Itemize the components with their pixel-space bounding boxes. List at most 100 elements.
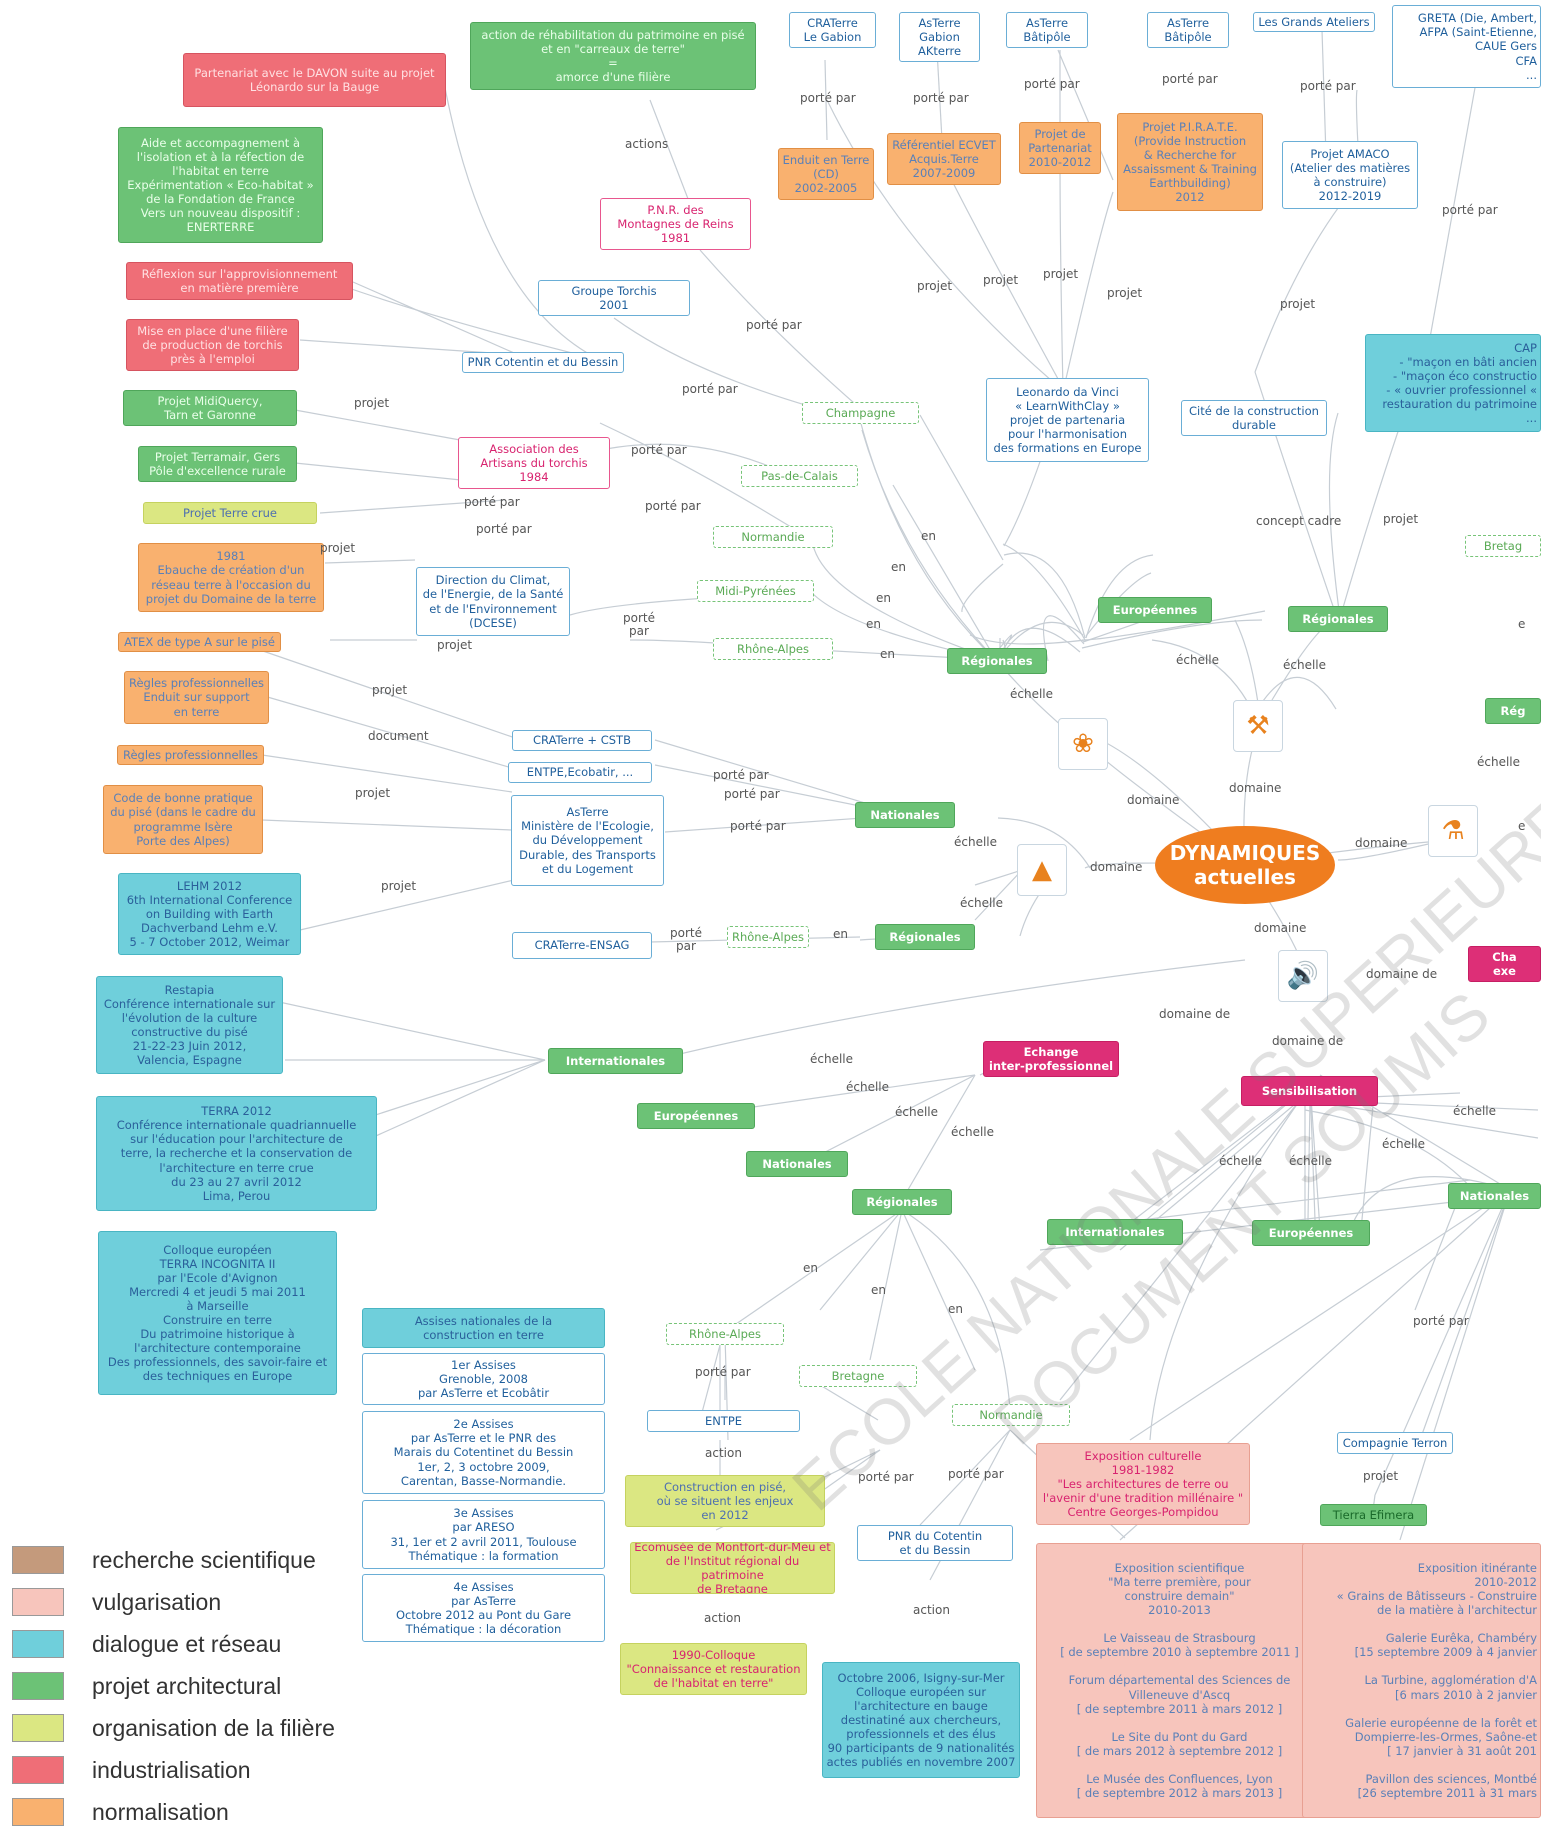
node-compagnie-terron[interactable]: Compagnie Terron xyxy=(1337,1432,1453,1454)
speaker-icon[interactable]: 🔊 xyxy=(1278,950,1328,1002)
worker-icon[interactable]: ⚒ xyxy=(1233,700,1283,752)
node-craterre-gabion[interactable]: CRATerre Le Gabion xyxy=(789,12,876,48)
node-davon[interactable]: Partenariat avec le DAVON suite au proje… xyxy=(183,53,446,107)
node-pirate[interactable]: Projet P.I.R.A.T.E. (Provide Instruction… xyxy=(1117,113,1263,211)
edge-label: échelle xyxy=(1219,1154,1263,1168)
node-colloque-terra-incognita[interactable]: Colloque européen TERRA INCOGNITA II par… xyxy=(98,1231,337,1395)
node-normandie-1[interactable]: Normandie xyxy=(713,526,833,548)
node-terramair[interactable]: Projet Terramair, Gers Pôle d'excellence… xyxy=(138,446,297,482)
node-assises-2[interactable]: 2e Assises par AsTerre et le PNR des Mar… xyxy=(362,1411,605,1494)
node-assises[interactable]: Assises nationales de la construction en… xyxy=(362,1308,605,1348)
trowel-icon[interactable]: ▲ xyxy=(1017,844,1067,896)
node-greta[interactable]: GRETA (Die, Ambert, AFPA (Saint-Etienne,… xyxy=(1392,5,1541,88)
node-champagne[interactable]: Champagne xyxy=(802,402,919,424)
edge-label: porté par xyxy=(1442,203,1498,217)
node-europeennes-3[interactable]: Européennes xyxy=(1252,1220,1370,1246)
node-asterre-ministere[interactable]: AsTerre Ministère de l'Ecologie, du Déve… xyxy=(511,795,664,886)
node-ecvet[interactable]: Référentiel ECVET Acquis.Terre 2007-2009 xyxy=(887,133,1001,185)
node-expo-culturelle[interactable]: Exposition culturelle 1981-1982 "Les arc… xyxy=(1036,1443,1250,1525)
tree-icon[interactable]: ❀ xyxy=(1058,718,1108,770)
microscope-icon[interactable]: ⚗ xyxy=(1428,805,1478,857)
node-asterre-gabion[interactable]: AsTerre Gabion AKterre xyxy=(899,12,980,62)
node-regles-enduit[interactable]: Règles professionnelles Enduit sur suppo… xyxy=(124,671,269,724)
node-regionales-1[interactable]: Régionales xyxy=(947,648,1047,674)
node-nationales-3[interactable]: Nationales xyxy=(1448,1183,1541,1209)
node-enduit-terre[interactable]: Enduit en Terre (CD) 2002-2005 xyxy=(778,148,874,200)
node-regionales-4[interactable]: Régionales xyxy=(852,1189,952,1215)
node-nationales-2[interactable]: Nationales xyxy=(746,1151,848,1177)
legend-label: dialogue et réseau xyxy=(92,1630,282,1657)
node-regionales-3[interactable]: Régionales xyxy=(875,924,975,950)
node-nationales-1[interactable]: Nationales xyxy=(855,802,955,828)
node-pas-de-calais[interactable]: Pas-de-Calais xyxy=(741,465,858,487)
node-pnr-cotentin[interactable]: PNR Cotentin et du Bessin xyxy=(462,352,624,373)
node-rehabilitation[interactable]: action de réhabilitation du patrimoine e… xyxy=(470,22,756,90)
node-entpe-ecobatir[interactable]: ENTPE,Ecobatir, ... xyxy=(508,762,652,783)
edge-label: e xyxy=(1518,819,1526,833)
edge-label: action xyxy=(705,1446,742,1460)
node-ebauche[interactable]: 1981 Ebauche de création d'un réseau ter… xyxy=(138,543,324,612)
node-craterre-cstb[interactable]: CRATerre + CSTB xyxy=(512,730,652,751)
node-midi-pyrenees[interactable]: Midi-Pyrénées xyxy=(697,580,814,602)
node-ecomusee[interactable]: Ecomusée de Montfort-dur-Meu et de l'Ins… xyxy=(630,1542,835,1594)
node-regles-pro[interactable]: Règles professionnelles xyxy=(117,745,264,765)
node-reflexion[interactable]: Réflexion sur l'approvisionnement en mat… xyxy=(126,262,353,300)
node-dcese[interactable]: Direction du Climat, de l'Energie, de la… xyxy=(416,567,570,636)
node-tierra-efimera[interactable]: Tierra Efimera xyxy=(1320,1504,1427,1526)
node-isigny[interactable]: Octobre 2006, Isigny-sur-Mer Colloque eu… xyxy=(822,1662,1020,1778)
node-bretagne[interactable]: Bretagne xyxy=(799,1365,917,1387)
node-entpe[interactable]: ENTPE xyxy=(647,1410,800,1432)
node-normandie-2[interactable]: Normandie xyxy=(952,1404,1070,1426)
legend-label: organisation de la filière xyxy=(92,1714,335,1741)
node-pnr-cotentin-2[interactable]: PNR du Cotentin et du Bessin xyxy=(857,1525,1013,1561)
node-assises-1[interactable]: 1er Assises Grenoble, 2008 par AsTerre e… xyxy=(362,1353,605,1405)
node-sensibilisation[interactable]: Sensibilisation xyxy=(1241,1076,1378,1106)
edge-label: porté par xyxy=(1300,79,1356,93)
node-partenariat[interactable]: Projet de Partenariat 2010-2012 xyxy=(1019,122,1101,174)
central-topic[interactable]: DYNAMIQUES actuelles xyxy=(1155,826,1335,904)
node-assises-4[interactable]: 4e Assises par AsTerre Octobre 2012 au P… xyxy=(362,1574,605,1642)
node-rhone-alpes-3[interactable]: Rhône-Alpes xyxy=(666,1323,784,1345)
edge-label: domaine xyxy=(1090,860,1143,874)
node-groupe-torchis[interactable]: Groupe Torchis 2001 xyxy=(538,280,690,316)
node-europeennes-2[interactable]: Européennes xyxy=(637,1103,755,1129)
node-cite-construction[interactable]: Cité de la construction durable xyxy=(1181,400,1327,436)
edge-label: projet xyxy=(372,683,408,697)
node-colloque-1990[interactable]: 1990-Colloque "Connaissance et restaurat… xyxy=(620,1643,807,1695)
node-artisans-torchis[interactable]: Association des Artisans du torchis 1984 xyxy=(458,437,610,489)
node-mise-en-place[interactable]: Mise en place d'une filière de productio… xyxy=(126,319,299,371)
node-expo-scientifique[interactable]: Exposition scientifique "Ma terre premiè… xyxy=(1036,1543,1323,1818)
node-expo-itinerante[interactable]: Exposition itinérante 2010-2012 « Grains… xyxy=(1302,1543,1541,1818)
node-lehm[interactable]: LEHM 2012 6th International Conference o… xyxy=(118,873,301,955)
node-bretagne-edge[interactable]: Bretag xyxy=(1465,535,1541,557)
node-asterre-batipole-2[interactable]: AsTerre Bâtipôle xyxy=(1147,12,1229,48)
node-asterre-batipole-1[interactable]: AsTerre Bâtipôle xyxy=(1006,12,1088,48)
node-atex[interactable]: ATEX de type A sur le pisé xyxy=(118,632,281,652)
legend-item: normalisation xyxy=(12,1798,229,1826)
node-europeennes-1[interactable]: Européennes xyxy=(1098,597,1212,623)
edge-label: projet xyxy=(1107,286,1143,300)
node-regionales-edge[interactable]: Rég xyxy=(1485,698,1541,724)
node-terra-2012[interactable]: TERRA 2012 Conférence internationale qua… xyxy=(96,1096,377,1211)
node-internationales-1[interactable]: Internationales xyxy=(548,1048,683,1074)
node-cap[interactable]: CAP - "maçon en bâti ancien - "maçon éco… xyxy=(1365,334,1541,432)
node-assises-3[interactable]: 3e Assises par ARESO 31, 1er et 2 avril … xyxy=(362,1500,605,1569)
node-rhone-alpes-1[interactable]: Rhône-Alpes xyxy=(713,638,833,660)
node-pnr-reins[interactable]: P.N.R. des Montagnes de Reins 1981 xyxy=(600,198,751,250)
node-cha-edge[interactable]: Cha exe xyxy=(1468,946,1541,982)
node-echange[interactable]: Echange inter-professionnel xyxy=(983,1041,1119,1077)
node-construction-pise[interactable]: Construction en pisé, où se situent les … xyxy=(625,1475,825,1527)
node-regionales-2[interactable]: Régionales xyxy=(1288,606,1388,632)
node-grands-ateliers[interactable]: Les Grands Ateliers xyxy=(1253,12,1375,32)
node-midiquercy[interactable]: Projet MidiQuercy, Tarn et Garonne xyxy=(123,390,297,426)
node-leonardo[interactable]: Leonardo da Vinci « LearnWithClay » proj… xyxy=(986,378,1149,462)
node-craterre-ensag[interactable]: CRATerre-ENSAG xyxy=(512,932,652,959)
node-terre-crue[interactable]: Projet Terre crue xyxy=(143,502,317,524)
node-restapia[interactable]: Restapia Conférence internationale sur l… xyxy=(96,976,283,1074)
edge-label: échelle xyxy=(954,835,998,849)
node-rhone-alpes-2[interactable]: Rhône-Alpes xyxy=(727,926,809,948)
node-amaco[interactable]: Projet AMACO (Atelier des matières à con… xyxy=(1282,141,1418,209)
node-aide[interactable]: Aide et accompagnement à l'isolation et … xyxy=(118,127,323,243)
node-code-pise[interactable]: Code de bonne pratique du pisé (dans le … xyxy=(103,785,263,854)
node-internationales-2[interactable]: Internationales xyxy=(1047,1219,1183,1245)
